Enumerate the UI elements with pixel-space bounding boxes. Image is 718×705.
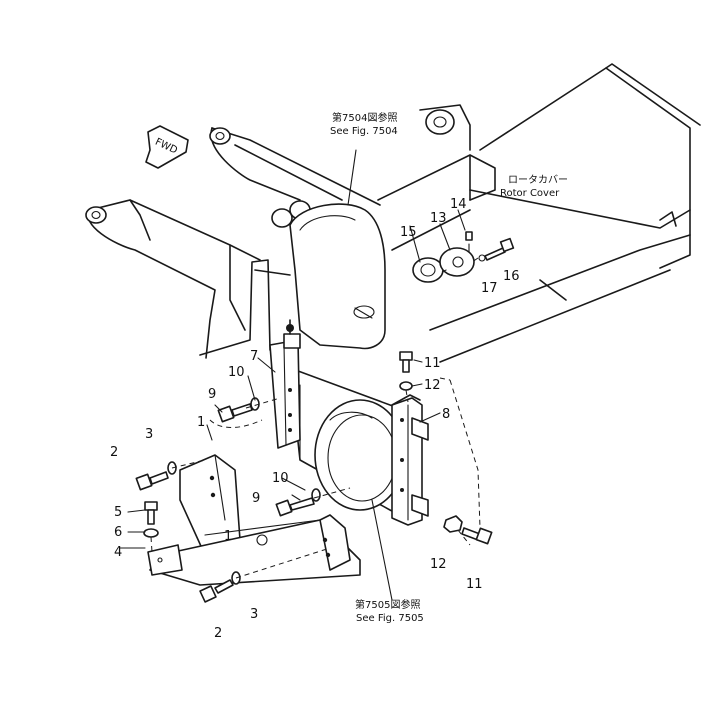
ref-rotor-en: Rotor Cover [500,188,560,199]
ref-rotor-jp: ロータカバー [508,174,568,186]
lower-support [147,454,361,586]
callout-3-lower: 3 [250,607,258,622]
callout-17: 17 [481,281,498,296]
callout-9-lower: 9 [252,491,260,506]
callout-6: 6 [114,525,122,540]
rotor-housing [289,203,386,350]
callout-10: 10 [228,365,245,380]
callout-13: 13 [430,211,447,226]
callout-14: 14 [450,197,467,212]
callout-3: 3 [145,427,153,442]
callout-4: 4 [114,545,122,560]
callout-5: 5 [114,505,122,520]
cover-parts [412,231,475,283]
bracket-8 [391,394,429,526]
callout-12: 12 [424,378,441,393]
ref-fig7505-en: See Fig. 7505 [356,613,424,624]
callout-numbers: 1 1 2 2 3 3 4 5 6 7 8 9 9 10 10 11 11 12… [110,197,520,641]
callout-2: 2 [110,445,118,460]
callout-15: 15 [400,225,417,240]
callout-11: 11 [424,356,441,371]
callout-8: 8 [442,407,450,422]
callout-12-lower: 12 [430,557,447,572]
ref-fig7504-en: See Fig. 7504 [330,126,398,137]
assembly-lines [150,257,481,579]
callout-2-lower: 2 [214,626,222,641]
fwd-arrow: FWD [145,125,189,169]
leader-lines [119,149,466,601]
callout-11-lower: 11 [466,577,483,592]
callout-16: 16 [503,269,520,284]
callout-10-lower: 10 [272,471,289,486]
callout-1: 1 [197,415,205,430]
ref-fig7505-jp: 第7505図参照 [355,598,420,611]
main-frame [85,63,701,363]
reference-notes: 第7504図参照 See Fig. 7504 ロータカバー Rotor Cove… [330,111,568,624]
bracket-7 [269,319,301,449]
callout-1-lower: 1 [224,529,232,544]
ref-fig7504-jp: 第7504図参照 [332,111,397,124]
fasteners [135,237,515,603]
callout-9: 9 [208,387,216,402]
callout-7: 7 [250,349,258,364]
